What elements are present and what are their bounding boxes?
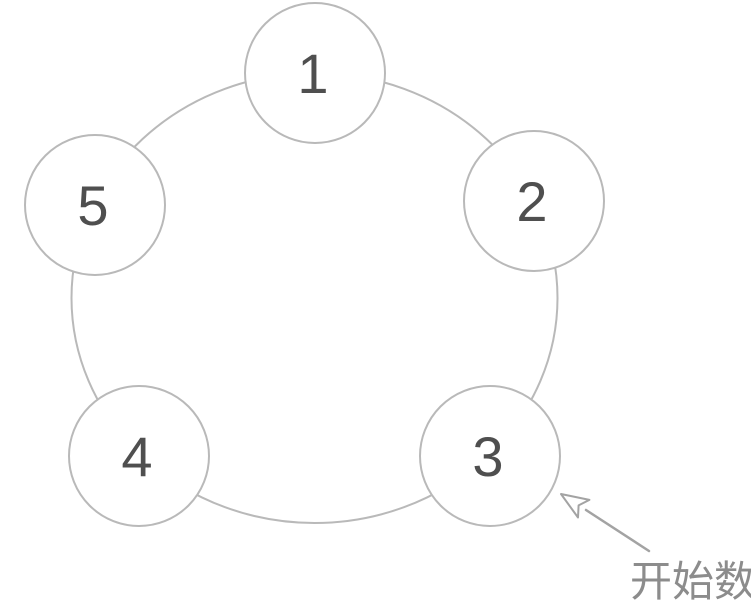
node-3-circle — [419, 385, 561, 527]
node-5-circle — [24, 134, 166, 276]
node-2-label: 2 — [516, 170, 547, 233]
node-3-label: 3 — [472, 425, 503, 488]
node-5-label: 5 — [77, 174, 108, 237]
node-2: 2 — [463, 130, 605, 272]
arrow-line — [584, 508, 651, 553]
node-2-circle — [463, 130, 605, 272]
start-annotation-label: 开始数 — [630, 558, 751, 603]
node-4-circle — [68, 385, 210, 527]
node-4-label: 4 — [121, 425, 152, 488]
node-5: 5 — [24, 134, 166, 276]
node-1-label: 1 — [297, 42, 328, 105]
node-3: 3 — [419, 385, 561, 527]
node-1-circle — [244, 2, 386, 144]
start-annotation-arrow — [560, 493, 651, 553]
node-4: 4 — [68, 385, 210, 527]
arrow-head-icon — [560, 493, 591, 519]
node-1: 1 — [244, 2, 386, 144]
